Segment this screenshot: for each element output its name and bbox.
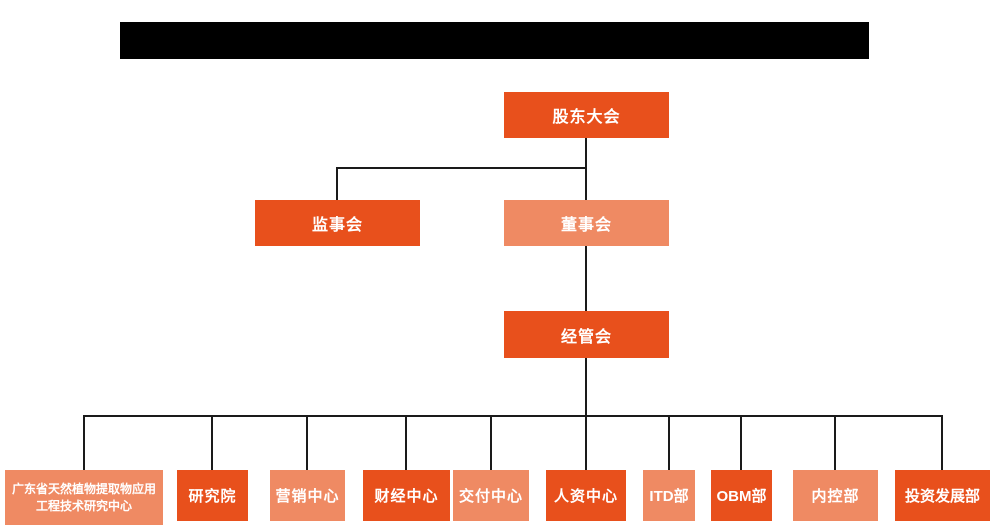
connector-department-bus bbox=[83, 415, 943, 417]
node-shareholders-meeting: 股东大会 bbox=[504, 92, 669, 138]
node-board-of-directors: 董事会 bbox=[504, 200, 669, 246]
connector-directors-to-management bbox=[585, 246, 587, 311]
node-dept-internal-control: 内控部 bbox=[793, 470, 878, 521]
node-dept-research-center: 广东省天然植物提取物应用工程技术研究中心 bbox=[5, 470, 163, 525]
node-dept-investment-development: 投资发展部 bbox=[895, 470, 990, 521]
connector-drop-dept-3 bbox=[405, 415, 407, 470]
connector-branch-to-supervisory bbox=[336, 167, 338, 200]
connector-shareholders-to-directors bbox=[585, 138, 587, 200]
connector-drop-dept-9 bbox=[941, 415, 943, 470]
connector-drop-dept-0 bbox=[83, 415, 85, 470]
connector-drop-dept-7 bbox=[740, 415, 742, 470]
node-dept-delivery-center: 交付中心 bbox=[453, 470, 529, 521]
node-supervisory-board: 监事会 bbox=[255, 200, 420, 246]
connector-drop-dept-2 bbox=[306, 415, 308, 470]
connector-drop-dept-4 bbox=[490, 415, 492, 470]
connector-management-to-bus bbox=[585, 358, 587, 470]
node-management-committee: 经管会 bbox=[504, 311, 669, 358]
node-dept-finance-center: 财经中心 bbox=[363, 470, 450, 521]
connector-drop-dept-8 bbox=[834, 415, 836, 470]
connector-branch-horizontal bbox=[336, 167, 587, 169]
node-dept-obm: OBM部 bbox=[711, 470, 772, 521]
node-dept-research-institute: 研究院 bbox=[177, 470, 248, 521]
node-dept-hr-center: 人资中心 bbox=[546, 470, 626, 521]
node-dept-itd: ITD部 bbox=[643, 470, 695, 521]
redacted-title-bar bbox=[120, 22, 869, 59]
connector-drop-dept-1 bbox=[211, 415, 213, 470]
node-dept-marketing-center: 营销中心 bbox=[270, 470, 345, 521]
connector-drop-dept-6 bbox=[668, 415, 670, 470]
